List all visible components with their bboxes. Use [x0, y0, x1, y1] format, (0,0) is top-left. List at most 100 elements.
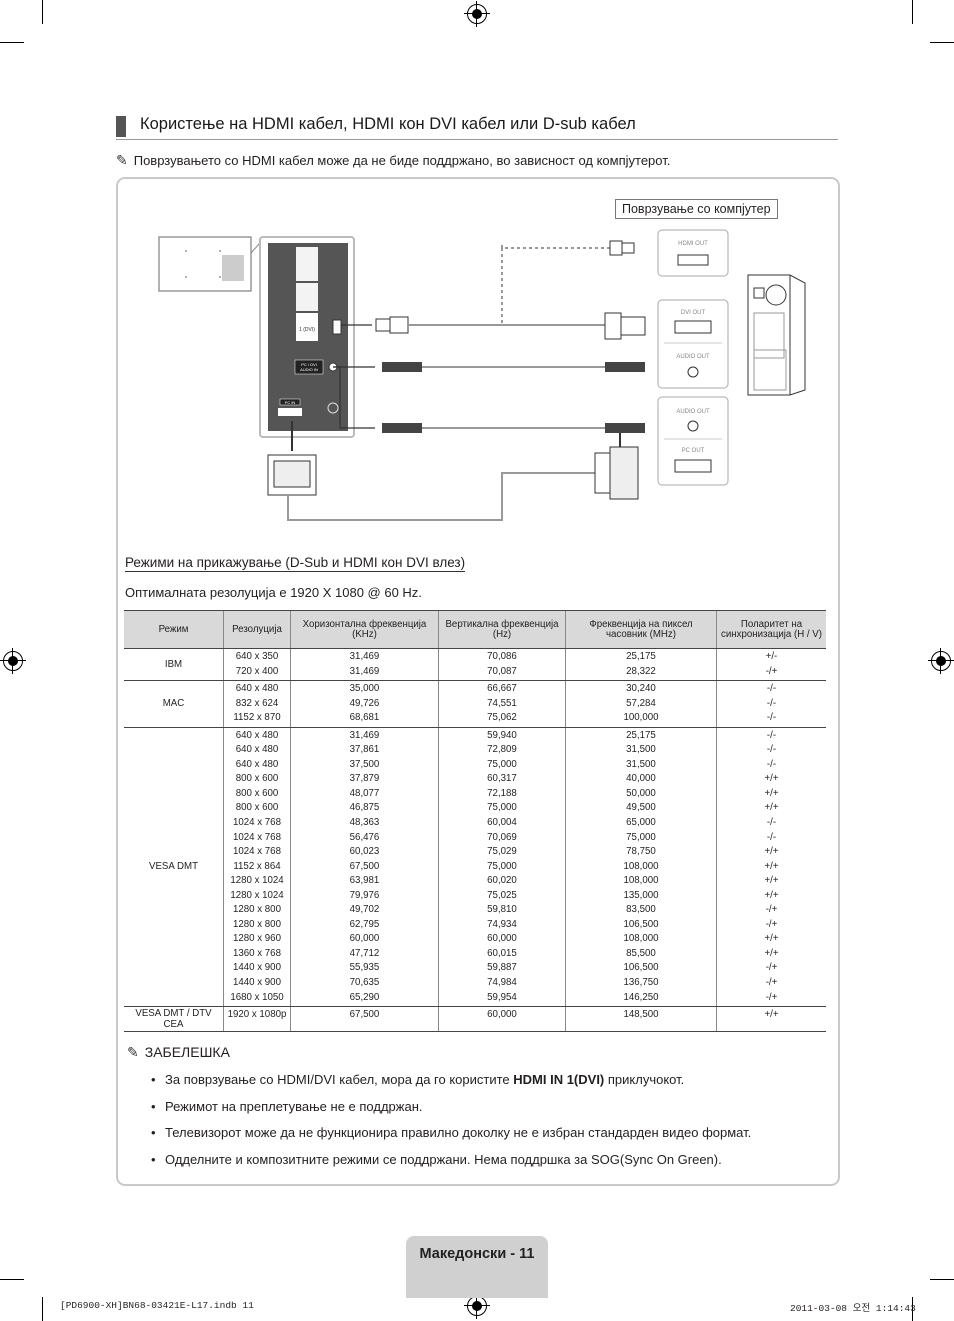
cell-value: 59,940 — [487, 729, 517, 741]
cell-value: 800 x 600 — [235, 787, 279, 799]
cell-value: +/+ — [764, 875, 779, 887]
cell-value: 49,702 — [349, 904, 380, 916]
cell-value: 25,175 — [626, 729, 656, 741]
cell-value: -/- — [766, 683, 777, 695]
cell-value: 146,250 — [623, 991, 659, 1003]
cell-value: 106,500 — [623, 962, 659, 974]
table-header-row: Режим Резолуција Хоризонтална фреквенциј… — [124, 610, 826, 649]
cell-value: 1024 x 768 — [233, 817, 281, 829]
cell-value: +/+ — [764, 860, 779, 872]
section-marker — [116, 116, 126, 137]
cell-value: 1440 x 900 — [233, 977, 281, 989]
note-bullet: •Одделните и композитните режими се подд… — [151, 1152, 722, 1167]
section-note: ✎Поврзувањето со HDMI кабел може да не б… — [116, 152, 671, 168]
cell-value: +/+ — [764, 933, 779, 945]
cell-value: 1440 x 900 — [233, 962, 281, 974]
cell-value: 75,000 — [487, 758, 517, 770]
note-heading: ✎ЗАБЕЛЕШКА — [127, 1044, 230, 1060]
crop-mark — [930, 1279, 954, 1280]
cell-value: 136,750 — [623, 977, 659, 989]
cell-value: 70,635 — [349, 977, 380, 989]
cell-value: -/+ — [765, 962, 778, 974]
cell-value: -/+ — [765, 665, 778, 677]
cell-value: 640 x 480 — [235, 683, 279, 695]
mode-cell: VESA DMT / DTV CEA — [124, 1006, 224, 1033]
svg-text:AUDIO IN: AUDIO IN — [300, 367, 318, 372]
cell-value: 1024 x 768 — [233, 831, 281, 843]
cell-value: 75,000 — [487, 860, 517, 872]
cell-value: 66,667 — [487, 683, 517, 695]
cell-value: 59,954 — [487, 991, 517, 1003]
cell-value: -/- — [766, 817, 777, 829]
cell-value: 30,240 — [626, 683, 656, 695]
column-header: Резолуција — [223, 610, 291, 649]
cell-value: 1280 x 800 — [233, 918, 281, 930]
cell-value: 48,077 — [349, 787, 380, 799]
cell-value: 74,984 — [487, 977, 517, 989]
cell-value: 31,469 — [349, 665, 380, 677]
cell-value: 108,000 — [623, 933, 659, 945]
tv-icon — [158, 236, 261, 292]
cell-value: -/+ — [765, 991, 778, 1003]
pencil-icon: ✎ — [116, 152, 128, 168]
cell-value: 74,551 — [487, 697, 517, 709]
cell-value: -/- — [766, 744, 777, 756]
cell-value: 60,317 — [487, 773, 517, 785]
cell-value: -/+ — [765, 977, 778, 989]
note-bullet: •За поврзување со HDMI/DVI кабел, мора д… — [151, 1072, 685, 1087]
pencil-icon: ✎ — [127, 1044, 139, 1060]
value-cell: +/+ — [716, 1006, 826, 1033]
cell-value: 28,322 — [626, 665, 656, 677]
svg-text:HDMI OUT: HDMI OUT — [678, 241, 708, 247]
cell-value: +/+ — [764, 947, 779, 959]
cell-value: 75,025 — [487, 889, 517, 901]
column-header: Фреквенција на пиксел часовник (MHz) — [565, 610, 717, 649]
value-cell: 67,500 — [290, 1006, 439, 1033]
cell-value: 65,290 — [349, 991, 380, 1003]
cell-value: 1360 x 768 — [233, 947, 281, 959]
value-cell: 60,000 — [438, 1006, 566, 1033]
dsub-cable-icon — [267, 421, 639, 521]
cell-value: 37,879 — [349, 773, 380, 785]
cell-value: 70,069 — [487, 831, 517, 843]
cell-value: 70,087 — [487, 665, 517, 677]
computer-icon — [747, 274, 806, 396]
title-divider — [116, 139, 838, 140]
crop-mark — [912, 1297, 913, 1321]
cell-value: 31,500 — [626, 744, 656, 756]
cell-value: 108,000 — [623, 875, 659, 887]
cell-value: 148,500 — [623, 1009, 659, 1021]
value-cell: 1920 x 1080p — [223, 1006, 291, 1033]
cell-value: 640 x 480 — [235, 758, 279, 770]
note-bullet: •Телевизорот може да не функционира прав… — [151, 1125, 752, 1140]
cell-value: 70,086 — [487, 651, 517, 662]
value-cell: 148,500 — [565, 1006, 717, 1033]
crop-mark — [42, 0, 43, 24]
cell-value: 59,810 — [487, 904, 517, 916]
cell-value: 60,004 — [487, 817, 517, 829]
cell-value: 72,188 — [487, 787, 517, 799]
audio-cable-icon — [333, 362, 645, 433]
content-frame — [116, 177, 840, 1186]
cell-value: 57,284 — [626, 697, 656, 709]
cell-value: +/- — [765, 651, 778, 662]
cell-value: 1152 x 870 — [233, 712, 281, 724]
cell-value: 67,500 — [349, 1009, 380, 1021]
pc-port-boxes: HDMI OUT DVI OUT AUDIO OUT AUDIO OUT PC … — [657, 229, 729, 486]
cell-value: +/+ — [764, 773, 779, 785]
cell-value: 60,000 — [487, 1009, 517, 1021]
cell-value: 63,981 — [349, 875, 380, 887]
cell-value: 65,000 — [626, 817, 656, 829]
cell-value: -/- — [766, 758, 777, 770]
mode-cell: VESA DMT — [124, 727, 224, 1008]
registration-mark-icon — [0, 648, 26, 674]
svg-text:PC OUT: PC OUT — [682, 448, 705, 454]
modes-heading: Режими на прикажување (D-Sub и HDMI кон … — [125, 555, 466, 572]
cell-value: 60,020 — [487, 875, 517, 887]
